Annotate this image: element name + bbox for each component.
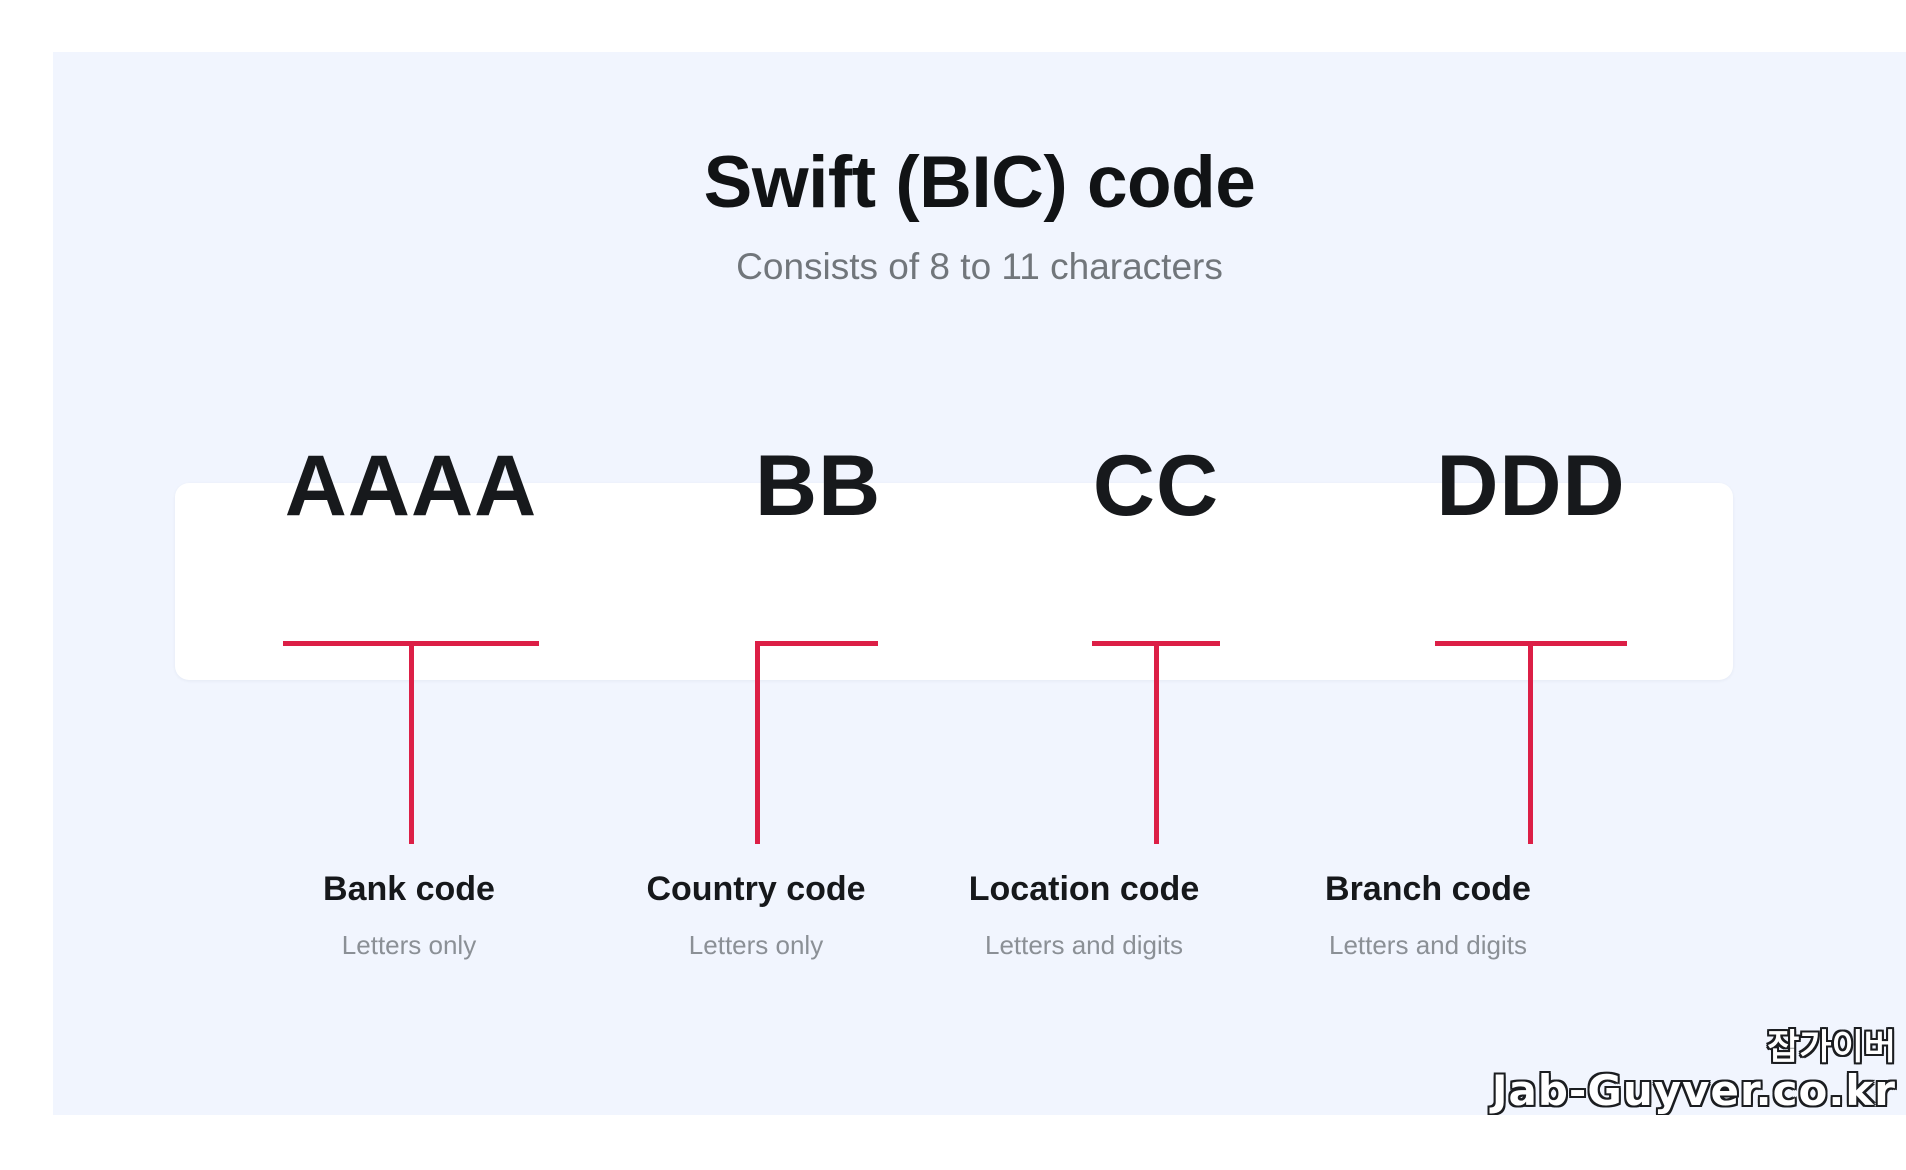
label-group-location: Location code Letters and digits [834, 868, 1334, 961]
watermark-korean-text: 잡가이버 [1767, 1028, 1896, 1068]
connector-underline-country [755, 641, 878, 646]
label-group-branch: Branch code Letters and digits [1168, 868, 1688, 961]
code-segment-country: BB [755, 438, 882, 534]
label-description-country: Letters only [688, 929, 824, 960]
code-segment-branch: DDD [1436, 438, 1626, 534]
label-description-bank: Letters only [341, 929, 477, 960]
infographic-panel: Swift (BIC) code Consists of 8 to 11 cha… [53, 52, 1906, 1115]
connector-stem-location [1154, 641, 1159, 844]
label-title-bank: Bank code [323, 870, 495, 908]
connector-stem-country [755, 641, 760, 844]
label-title-branch: Branch code [1325, 870, 1531, 908]
connector-stem-branch [1528, 641, 1533, 844]
code-segment-location: CC [1092, 438, 1220, 534]
label-title-location: Location code [968, 870, 1200, 908]
code-segment-bank: AAAA [284, 438, 538, 534]
connector-stem-bank [409, 641, 414, 844]
page-title: Swift (BIC) code [703, 142, 1256, 223]
label-title-country: Country code [646, 870, 866, 908]
heading-block: Swift (BIC) code Consists of 8 to 11 cha… [53, 52, 1906, 289]
label-group-bank: Bank code Letters only [229, 868, 589, 961]
label-description-branch: Letters and digits [1328, 929, 1527, 960]
watermark-url-text: Jab-Guyver.co.kr [1491, 1066, 1896, 1115]
page-subtitle: Consists of 8 to 11 characters [736, 245, 1223, 287]
label-description-location: Letters and digits [984, 929, 1183, 960]
code-card [175, 483, 1733, 680]
label-group-country: Country code Letters only [516, 868, 996, 961]
watermark: 잡가이버 Jab-Guyver.co.kr [1492, 1031, 1896, 1112]
